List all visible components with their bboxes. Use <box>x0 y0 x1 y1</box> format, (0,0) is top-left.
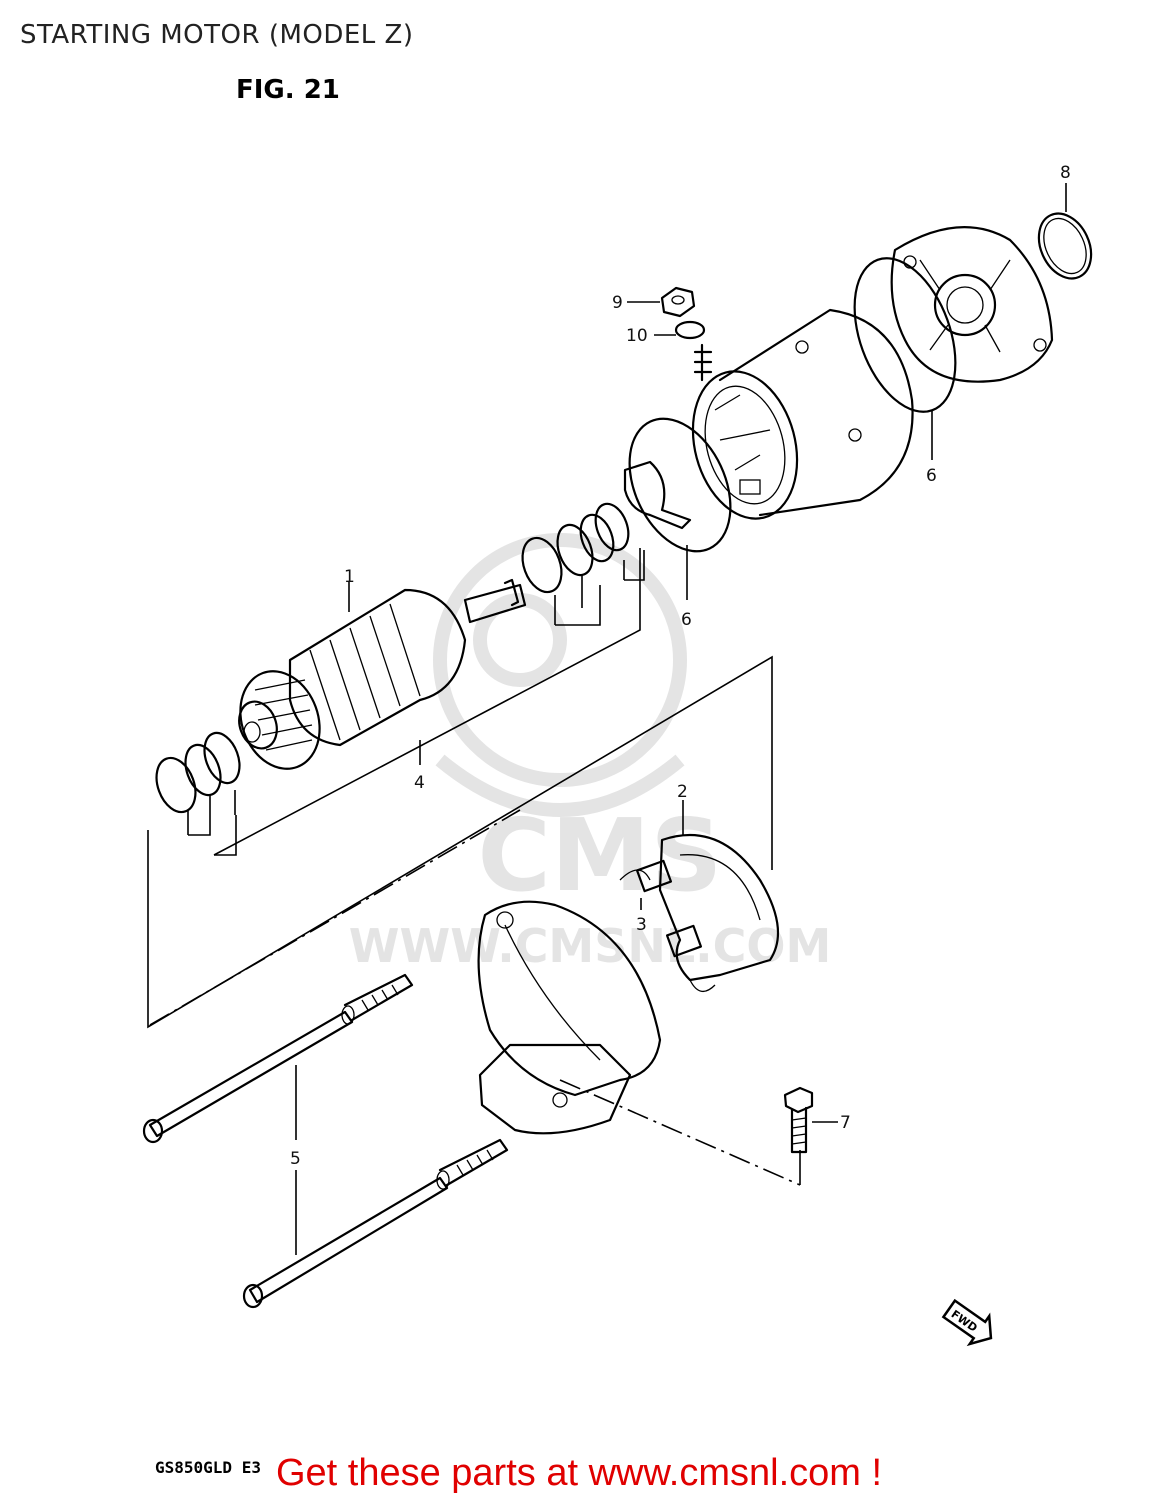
callout-5: 5 <box>290 1149 301 1169</box>
front-end-cover[interactable] <box>477 900 662 1135</box>
rear-end-cover <box>890 226 1054 383</box>
terminal-post <box>693 343 713 382</box>
model-code: GS850GLD E3 <box>155 1458 261 1477</box>
page-title: STARTING MOTOR (MODEL Z) <box>20 20 414 50</box>
footer-cta-link[interactable]: Get these parts at www.cmsnl.com ! <box>275 1452 883 1494</box>
callout-3: 3 <box>636 915 647 935</box>
watermark-url: WWW.CMSNL.COM <box>349 919 832 973</box>
shim-washers-upper[interactable] <box>516 499 635 597</box>
callout-1: 1 <box>344 567 355 587</box>
part-6-ring-rear[interactable] <box>835 244 974 425</box>
shim-washers-lower[interactable] <box>150 728 246 817</box>
part-5-through-bolt-upper[interactable] <box>142 973 414 1144</box>
part-2-brush-holder-plate[interactable] <box>658 833 780 982</box>
part-5-through-bolt-lower[interactable] <box>242 1138 509 1309</box>
callout-2: 2 <box>677 782 688 802</box>
watermark-logo: CMS WWW.CMSNL.COM <box>349 533 832 973</box>
part-7-bolt[interactable] <box>783 1086 814 1154</box>
part-10-washer[interactable] <box>674 320 706 340</box>
fwd-arrow-icon: FWD <box>941 1298 993 1347</box>
part-9-nut[interactable] <box>660 286 696 318</box>
callout-7: 7 <box>840 1113 851 1133</box>
part-6-ring-front[interactable] <box>610 403 751 568</box>
motor-yoke-housing[interactable] <box>677 308 914 530</box>
callout-6-rear: 6 <box>926 466 937 486</box>
callout-4: 4 <box>414 773 425 793</box>
insulator-plate <box>623 460 692 530</box>
part-1-armature[interactable] <box>227 578 527 780</box>
part-3-brush-set[interactable] <box>619 859 716 992</box>
callout-9: 9 <box>612 293 623 313</box>
callout-6-front: 6 <box>681 610 692 630</box>
callout-8: 8 <box>1060 163 1071 183</box>
figure-label: FIG. 21 <box>236 75 340 105</box>
callout-10: 10 <box>626 326 648 346</box>
part-8-o-ring[interactable] <box>1029 205 1101 287</box>
watermark-brand: CMS <box>478 797 723 914</box>
